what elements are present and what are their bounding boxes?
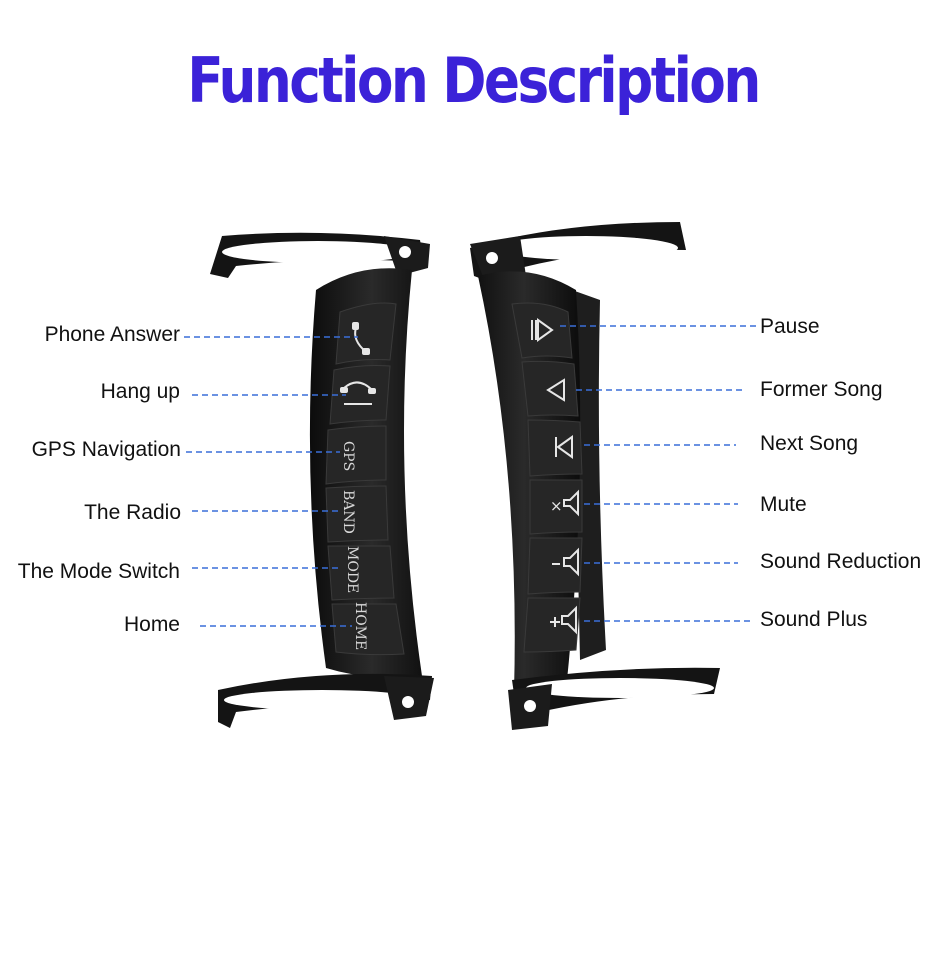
next-track-icon	[555, 435, 573, 459]
volume-up-icon	[550, 605, 577, 635]
gps-button-label: GPS	[340, 441, 356, 471]
previous-track-icon	[546, 378, 565, 402]
sound-reduction-button[interactable]	[527, 537, 583, 595]
mode-button-label: MODE	[344, 546, 360, 593]
page-title: Function Description	[187, 44, 761, 117]
home-button[interactable]	[331, 603, 405, 656]
mode-button[interactable]	[327, 545, 395, 601]
label-mute: Mute	[760, 493, 807, 516]
right-remote: ×	[470, 222, 720, 730]
label-home: Home	[123, 613, 180, 636]
left-remote: GPS BAND MODE HOME	[210, 232, 434, 728]
label-pause: Pause	[760, 315, 820, 338]
leader-lines	[184, 325, 756, 627]
pause-button[interactable]	[511, 302, 573, 359]
phone-answer-icon	[352, 322, 370, 355]
label-sound-plus: Sound Plus	[760, 608, 868, 631]
label-next-song: Next Song	[760, 432, 859, 455]
band-button[interactable]	[325, 485, 389, 543]
label-sound-reduction: Sound Reduction	[760, 550, 922, 573]
mute-icon: ×	[550, 489, 579, 517]
label-former-song: Former Song	[760, 378, 883, 401]
svg-text:×: ×	[550, 497, 563, 515]
sound-plus-button[interactable]	[523, 597, 581, 653]
gps-button[interactable]	[325, 425, 387, 485]
play-pause-icon	[531, 318, 554, 342]
label-the-radio: The Radio	[84, 501, 181, 524]
label-the-mode-switch: The Mode Switch	[17, 560, 180, 583]
hang-up-button[interactable]	[329, 365, 391, 425]
phone-answer-button[interactable]	[335, 302, 397, 365]
hang-up-icon	[340, 381, 376, 405]
label-hang-up: Hang up	[100, 380, 180, 403]
label-gps-navigation: GPS Navigation	[31, 438, 181, 461]
band-button-label: BAND	[340, 490, 356, 534]
volume-down-icon	[552, 547, 579, 577]
mute-button[interactable]	[529, 479, 583, 535]
home-button-label: HOME	[352, 602, 368, 650]
label-phone-answer: Phone Answer	[44, 323, 180, 346]
